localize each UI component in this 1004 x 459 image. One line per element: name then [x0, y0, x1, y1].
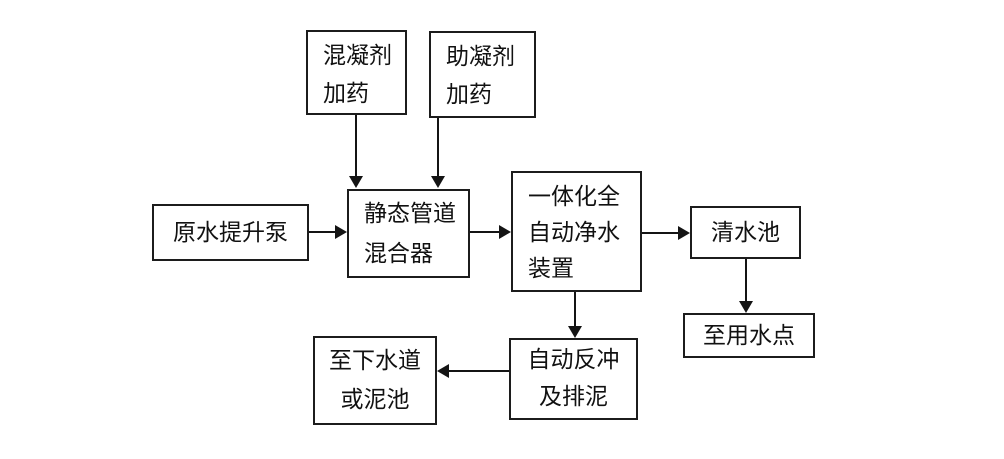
arrow-line-purifier-to-backwash [574, 292, 576, 326]
node-to-sewer-or-sludge-pool: 至下水道 或泥池 [313, 336, 437, 425]
node-integrated-auto-purifier: 一体化全 自动净水 装置 [511, 171, 642, 292]
node-auto-backwash-sludge: 自动反冲 及排泥 [509, 338, 638, 420]
arrow-line-clear-tank-to-use-point [745, 259, 747, 301]
node-coagulant-aid-dosing: 助凝剂 加药 [429, 31, 536, 118]
node-static-pipe-mixer: 静态管道 混合器 [347, 189, 470, 278]
node-to-water-use-point: 至用水点 [683, 313, 815, 358]
arrowhead-left-icon [437, 364, 449, 378]
arrowhead-right-icon [499, 225, 511, 239]
arrow-line-coagulant-aid-to-mixer [437, 118, 439, 176]
arrow-line-pump-to-mixer [309, 231, 335, 233]
arrowhead-down-icon [431, 176, 445, 188]
arrow-line-coagulant-to-mixer [355, 115, 357, 176]
arrowhead-down-icon [739, 301, 753, 313]
arrow-line-purifier-to-clear-tank [642, 232, 678, 234]
arrowhead-right-icon [335, 225, 347, 239]
arrowhead-down-icon [568, 326, 582, 338]
arrowhead-down-icon [349, 176, 363, 188]
arrow-line-mixer-to-purifier [470, 231, 499, 233]
node-clear-water-tank: 清水池 [690, 206, 801, 259]
arrow-line-backwash-to-sewer [449, 370, 509, 372]
arrowhead-right-icon [678, 226, 690, 240]
node-coagulant-dosing: 混凝剂 加药 [306, 30, 407, 115]
node-raw-water-lift-pump: 原水提升泵 [152, 204, 309, 261]
